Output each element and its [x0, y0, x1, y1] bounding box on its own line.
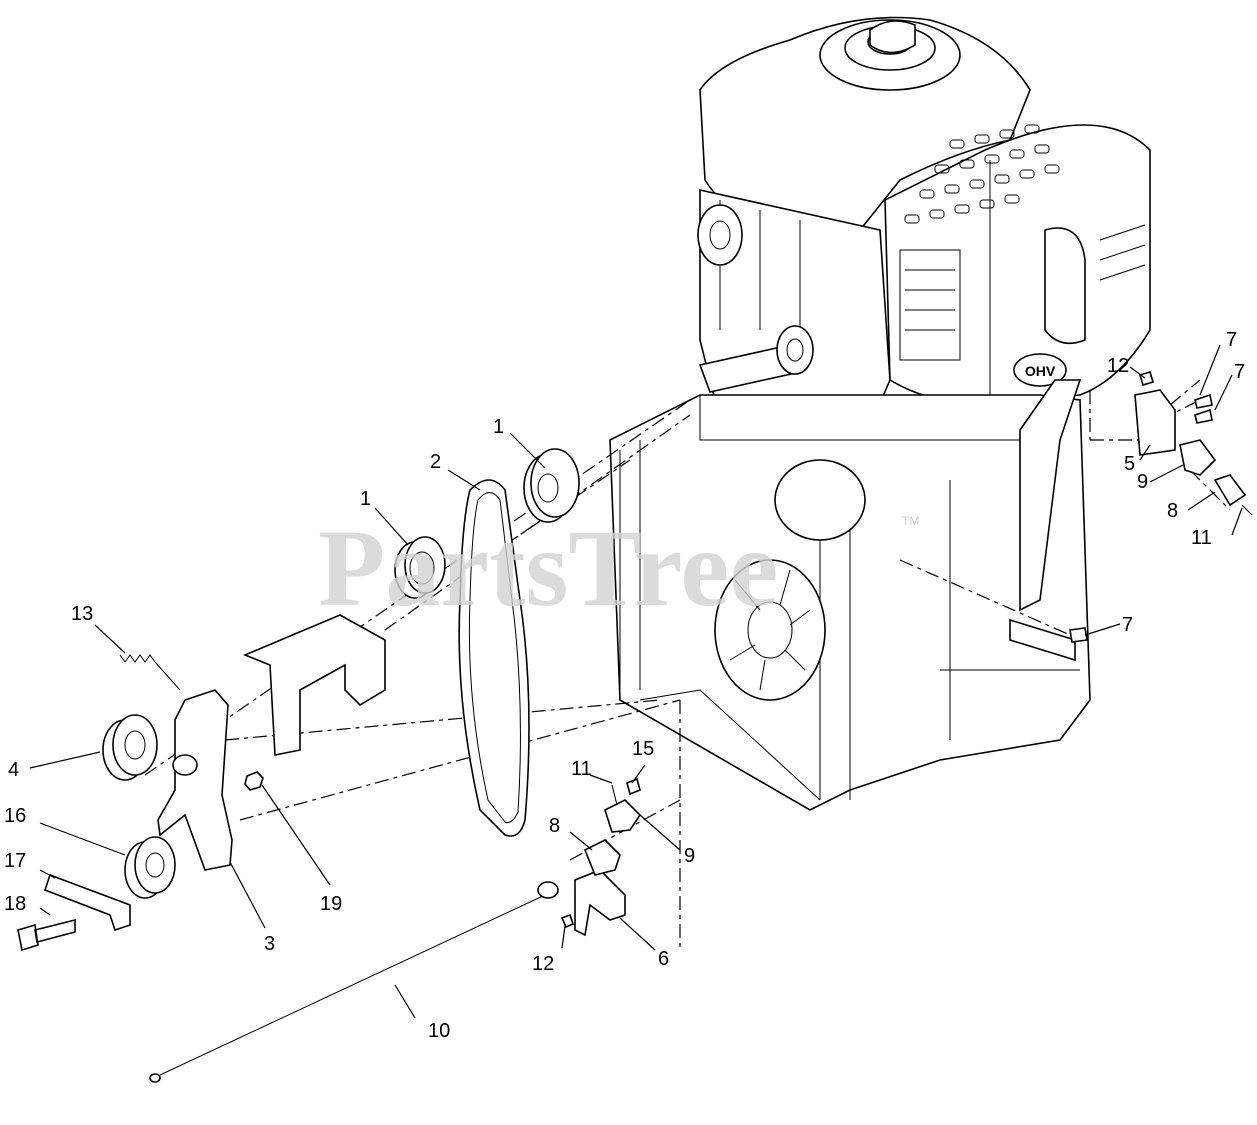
callout-2-belt: 2 [430, 451, 441, 473]
idler-mount-bracket [242, 614, 386, 756]
idler-arm [157, 689, 233, 871]
callout-4-idler-pulley: 4 [8, 759, 19, 781]
right-bracket-assembly [1069, 371, 1253, 643]
callout-7-bolt-lower: 7 [1122, 614, 1133, 636]
callout-11-right: 11 [1191, 527, 1212, 549]
engine-pulley-front [394, 536, 446, 599]
watermark-trademark: TM [902, 514, 919, 528]
ohv-badge: OHV [1025, 363, 1056, 379]
engine-vents [904, 124, 1060, 224]
callout-5-bracket: 5 [1124, 453, 1135, 475]
drive-belt [458, 479, 530, 837]
callout-8-left: 8 [549, 815, 560, 837]
callout-6-cable-bracket: 6 [658, 948, 669, 970]
callout-12-left: 12 [532, 953, 554, 975]
impeller [714, 459, 866, 701]
idler-pulley-4 [102, 714, 158, 781]
spring [119, 654, 181, 691]
frame-housing [609, 379, 1091, 811]
callout-16-idler-pulley: 16 [4, 805, 26, 827]
belt-guard [43, 873, 131, 932]
engine-assembly: OHV [697, 16, 1151, 451]
callout-15-screw: 15 [632, 738, 654, 760]
callout-9-left: 9 [684, 845, 695, 867]
leader-lines [29, 344, 1243, 1019]
callout-1-rear-pulley: 1 [493, 416, 504, 438]
callout-9-right: 9 [1137, 471, 1148, 493]
cable-bracket-assembly [560, 777, 642, 937]
bolt-18 [17, 918, 76, 952]
callout-labels: 1 1 2 3 4 5 6 7 7 7 8 8 9 9 10 11 11 12 … [4, 329, 1245, 1042]
callout-11-left: 11 [571, 758, 592, 780]
control-cable [159, 894, 546, 1076]
callout-10-cable: 10 [428, 1020, 450, 1042]
callout-1-front-pulley: 1 [360, 488, 371, 510]
idler-pulley-16 [124, 836, 176, 899]
callout-7-bolt-middle: 7 [1234, 361, 1245, 383]
callout-12-right: 12 [1107, 355, 1129, 377]
nut-19 [244, 771, 264, 791]
callout-13-spring: 13 [71, 603, 93, 625]
callout-18-bolt: 18 [4, 893, 26, 915]
callout-7-bolt-upper: 7 [1226, 329, 1237, 351]
callout-17-guard: 17 [4, 850, 26, 872]
callout-19-nut: 19 [320, 893, 342, 915]
watermark: PartsTree [318, 507, 778, 629]
callout-8-right: 8 [1167, 500, 1178, 522]
callout-3-idler-arm: 3 [264, 933, 275, 955]
